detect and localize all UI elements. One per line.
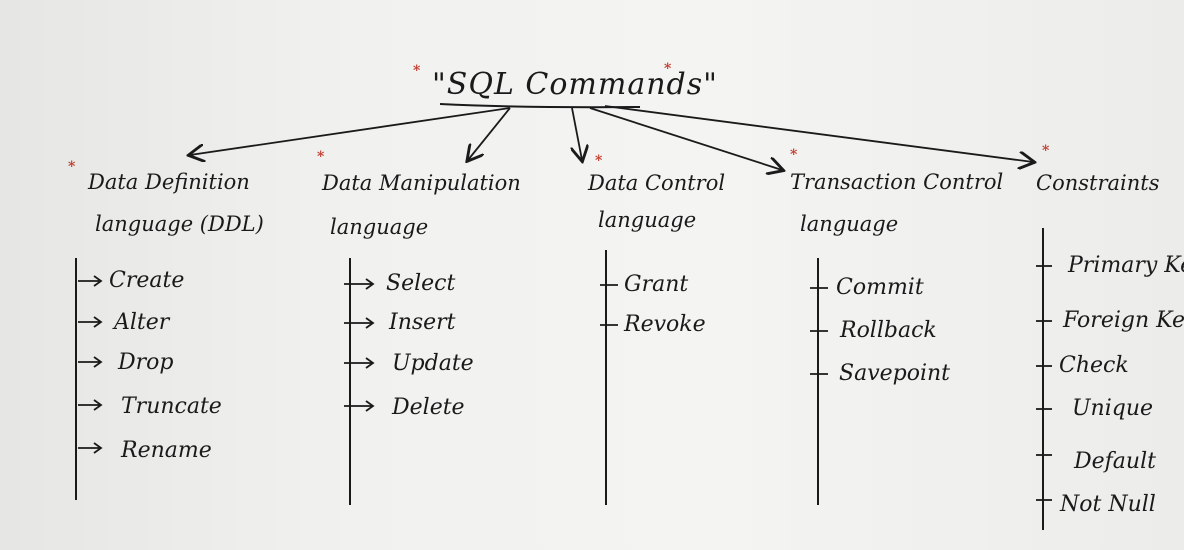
asterisk-mark: * <box>1042 143 1050 159</box>
category-dcl-line2: language <box>598 208 697 232</box>
constraint-item: Check <box>1059 353 1129 378</box>
asterisk-mark: * <box>790 147 798 163</box>
ddl-item: Truncate <box>121 394 222 419</box>
constraint-item: Unique <box>1072 396 1154 421</box>
arrow-tcl <box>589 107 782 170</box>
dcl-item: Grant <box>624 272 689 297</box>
tcl-item: Savepoint <box>839 361 951 386</box>
category-tcl-line2: language <box>800 212 899 236</box>
constraint-item: Not Null <box>1060 492 1156 517</box>
category-dml-line2: language <box>330 215 429 239</box>
arrow-constraints <box>604 105 1033 162</box>
asterisk-mark: * <box>317 149 325 165</box>
category-dml-line1: Data Manipulation <box>322 171 521 195</box>
asterisk-mark: * <box>664 61 672 77</box>
dml-item: Select <box>386 271 456 296</box>
ddl-item: Create <box>109 268 185 293</box>
asterisk-mark: * <box>413 63 421 79</box>
asterisk-mark: * <box>595 153 603 169</box>
dml-item: Update <box>392 351 474 376</box>
ddl-ticks <box>78 275 103 454</box>
dml-item: Delete <box>392 395 465 420</box>
constraint-item: Default <box>1074 449 1156 474</box>
category-constraints: Constraints <box>1036 171 1160 195</box>
asterisk-mark: * <box>68 159 76 175</box>
dml-ticks <box>344 278 375 412</box>
tcl-ticks <box>810 287 828 375</box>
dcl-ticks <box>600 284 618 326</box>
category-ddl-line1: Data Definition <box>88 170 250 194</box>
constraint-item: Primary Key <box>1068 253 1184 278</box>
ddl-item: Alter <box>114 310 170 335</box>
category-tcl-line1: Transaction Control <box>790 170 1004 194</box>
dcl-item: Revoke <box>624 312 706 337</box>
dml-item: Insert <box>389 310 456 335</box>
tcl-item: Commit <box>836 275 924 300</box>
arrow-dml <box>468 107 511 160</box>
arrow-dcl <box>572 107 582 160</box>
category-ddl-line2: language (DDL) <box>95 212 264 236</box>
tcl-item: Rollback <box>840 318 937 343</box>
category-dcl-line1: Data Control <box>588 171 726 195</box>
diagram-title: "SQL Commands" <box>432 67 718 102</box>
ddl-item: Drop <box>118 350 174 375</box>
ddl-item: Rename <box>121 438 212 463</box>
constraint-item: Foreign Key <box>1063 308 1184 333</box>
arrow-ddl <box>190 107 511 155</box>
constraints-ticks <box>1036 265 1052 501</box>
